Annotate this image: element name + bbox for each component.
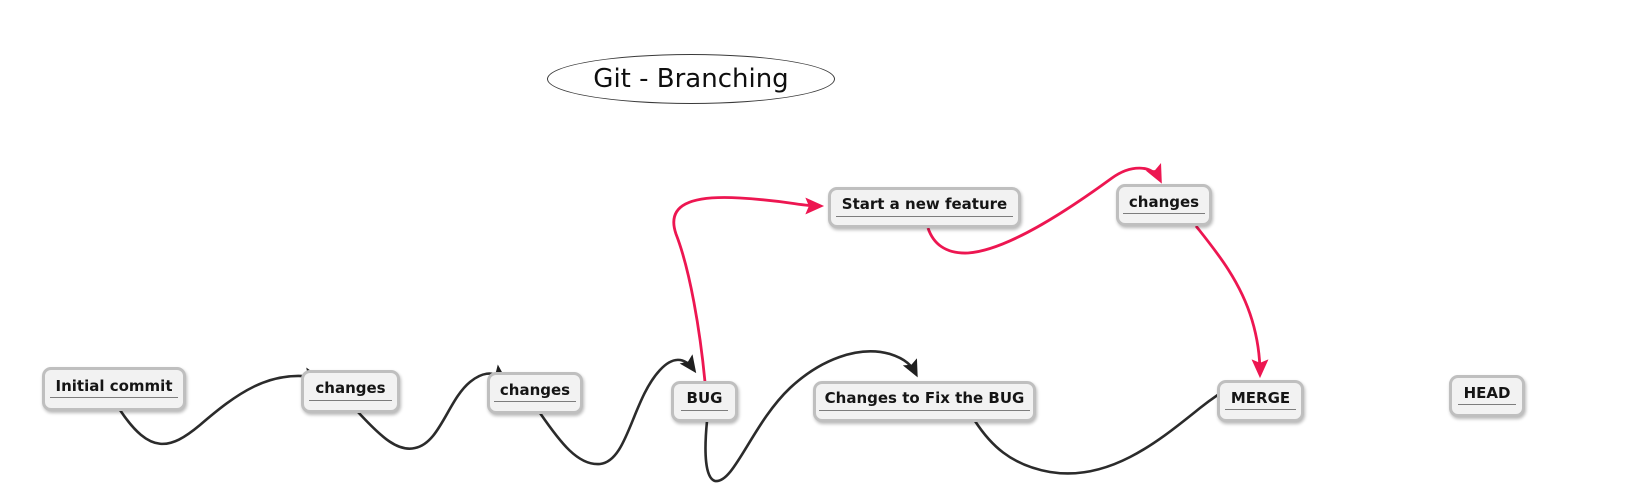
node-initial-commit[interactable]: Initial commit: [42, 367, 186, 411]
edge-changes-feature-to-merge: [1194, 225, 1269, 379]
node-label: changes: [1122, 194, 1206, 215]
node-changes-2[interactable]: changes: [487, 372, 583, 414]
node-label: changes: [309, 380, 392, 401]
node-label: BUG: [680, 390, 729, 411]
node-label: Start a new feature: [835, 196, 1014, 217]
node-changes-to-fix-the-bug[interactable]: Changes to Fix the BUG: [813, 381, 1036, 422]
diagram-title-ellipse: Git - Branching: [547, 54, 835, 104]
node-label: HEAD: [1457, 385, 1517, 406]
node-label: changes: [493, 382, 577, 403]
node-head[interactable]: HEAD: [1449, 375, 1525, 417]
page-title: Git - Branching: [593, 64, 789, 94]
node-changes-feature[interactable]: changes: [1116, 184, 1212, 226]
node-start-a-new-feature[interactable]: Start a new feature: [828, 187, 1021, 228]
node-changes-1[interactable]: changes: [301, 370, 400, 413]
node-label: Initial commit: [49, 378, 179, 399]
node-label: Changes to Fix the BUG: [818, 390, 1031, 411]
node-bug[interactable]: BUG: [671, 381, 738, 422]
edge-bug-to-start-a-new-feature: [672, 196, 825, 383]
node-label: MERGE: [1224, 390, 1297, 411]
node-merge[interactable]: MERGE: [1217, 380, 1304, 422]
